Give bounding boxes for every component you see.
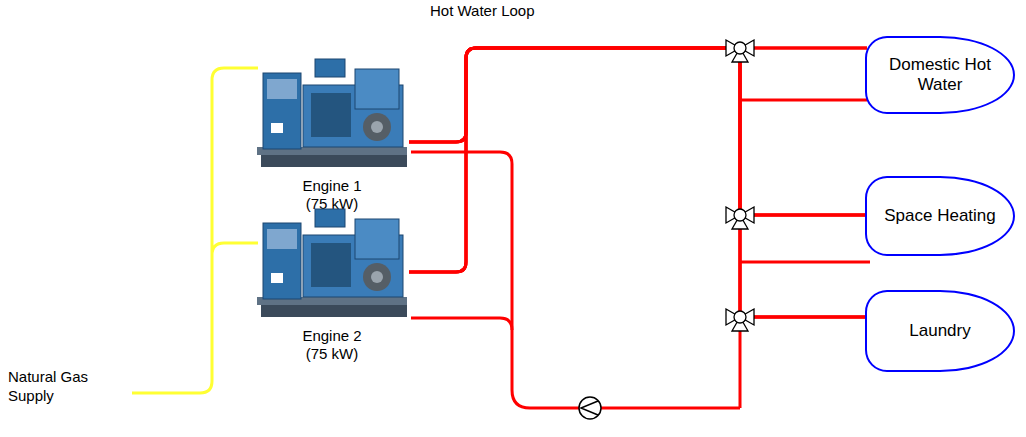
load-label: Laundry — [909, 321, 970, 341]
engine-label: Engine 1 (75 kW) — [295, 177, 369, 213]
load-box: Domestic Hot Water — [865, 36, 1015, 114]
load-label: Space Heating — [884, 206, 996, 226]
hot-water-pipe — [409, 48, 867, 272]
return-pipe — [411, 48, 870, 408]
engine-label: Engine 2 (75 kW) — [295, 327, 369, 363]
three-way-valve — [726, 309, 754, 331]
three-way-valve — [726, 207, 754, 229]
load-box: Laundry — [865, 290, 1015, 372]
engine-unit: Engine 2 (75 kW) — [253, 205, 411, 363]
hot-water-pipe — [409, 48, 867, 142]
engine-illustration — [253, 55, 411, 173]
pipe-label: Natural Gas Supply — [8, 368, 133, 406]
load-label: Domestic Hot Water — [881, 55, 999, 96]
pump-symbol — [579, 397, 601, 419]
pipe-label: Hot Water Loop — [430, 2, 570, 21]
hot-water-pipe — [409, 48, 867, 215]
hot-water-pipe — [409, 48, 867, 272]
hot-water-pipe — [409, 48, 867, 317]
engine-unit: Engine 1 (75 kW) — [253, 55, 411, 213]
gas-line — [132, 68, 258, 393]
engine-illustration — [253, 205, 411, 323]
three-way-valve — [726, 40, 754, 62]
load-box: Space Heating — [865, 176, 1015, 256]
hot-water-pipe — [409, 48, 867, 317]
